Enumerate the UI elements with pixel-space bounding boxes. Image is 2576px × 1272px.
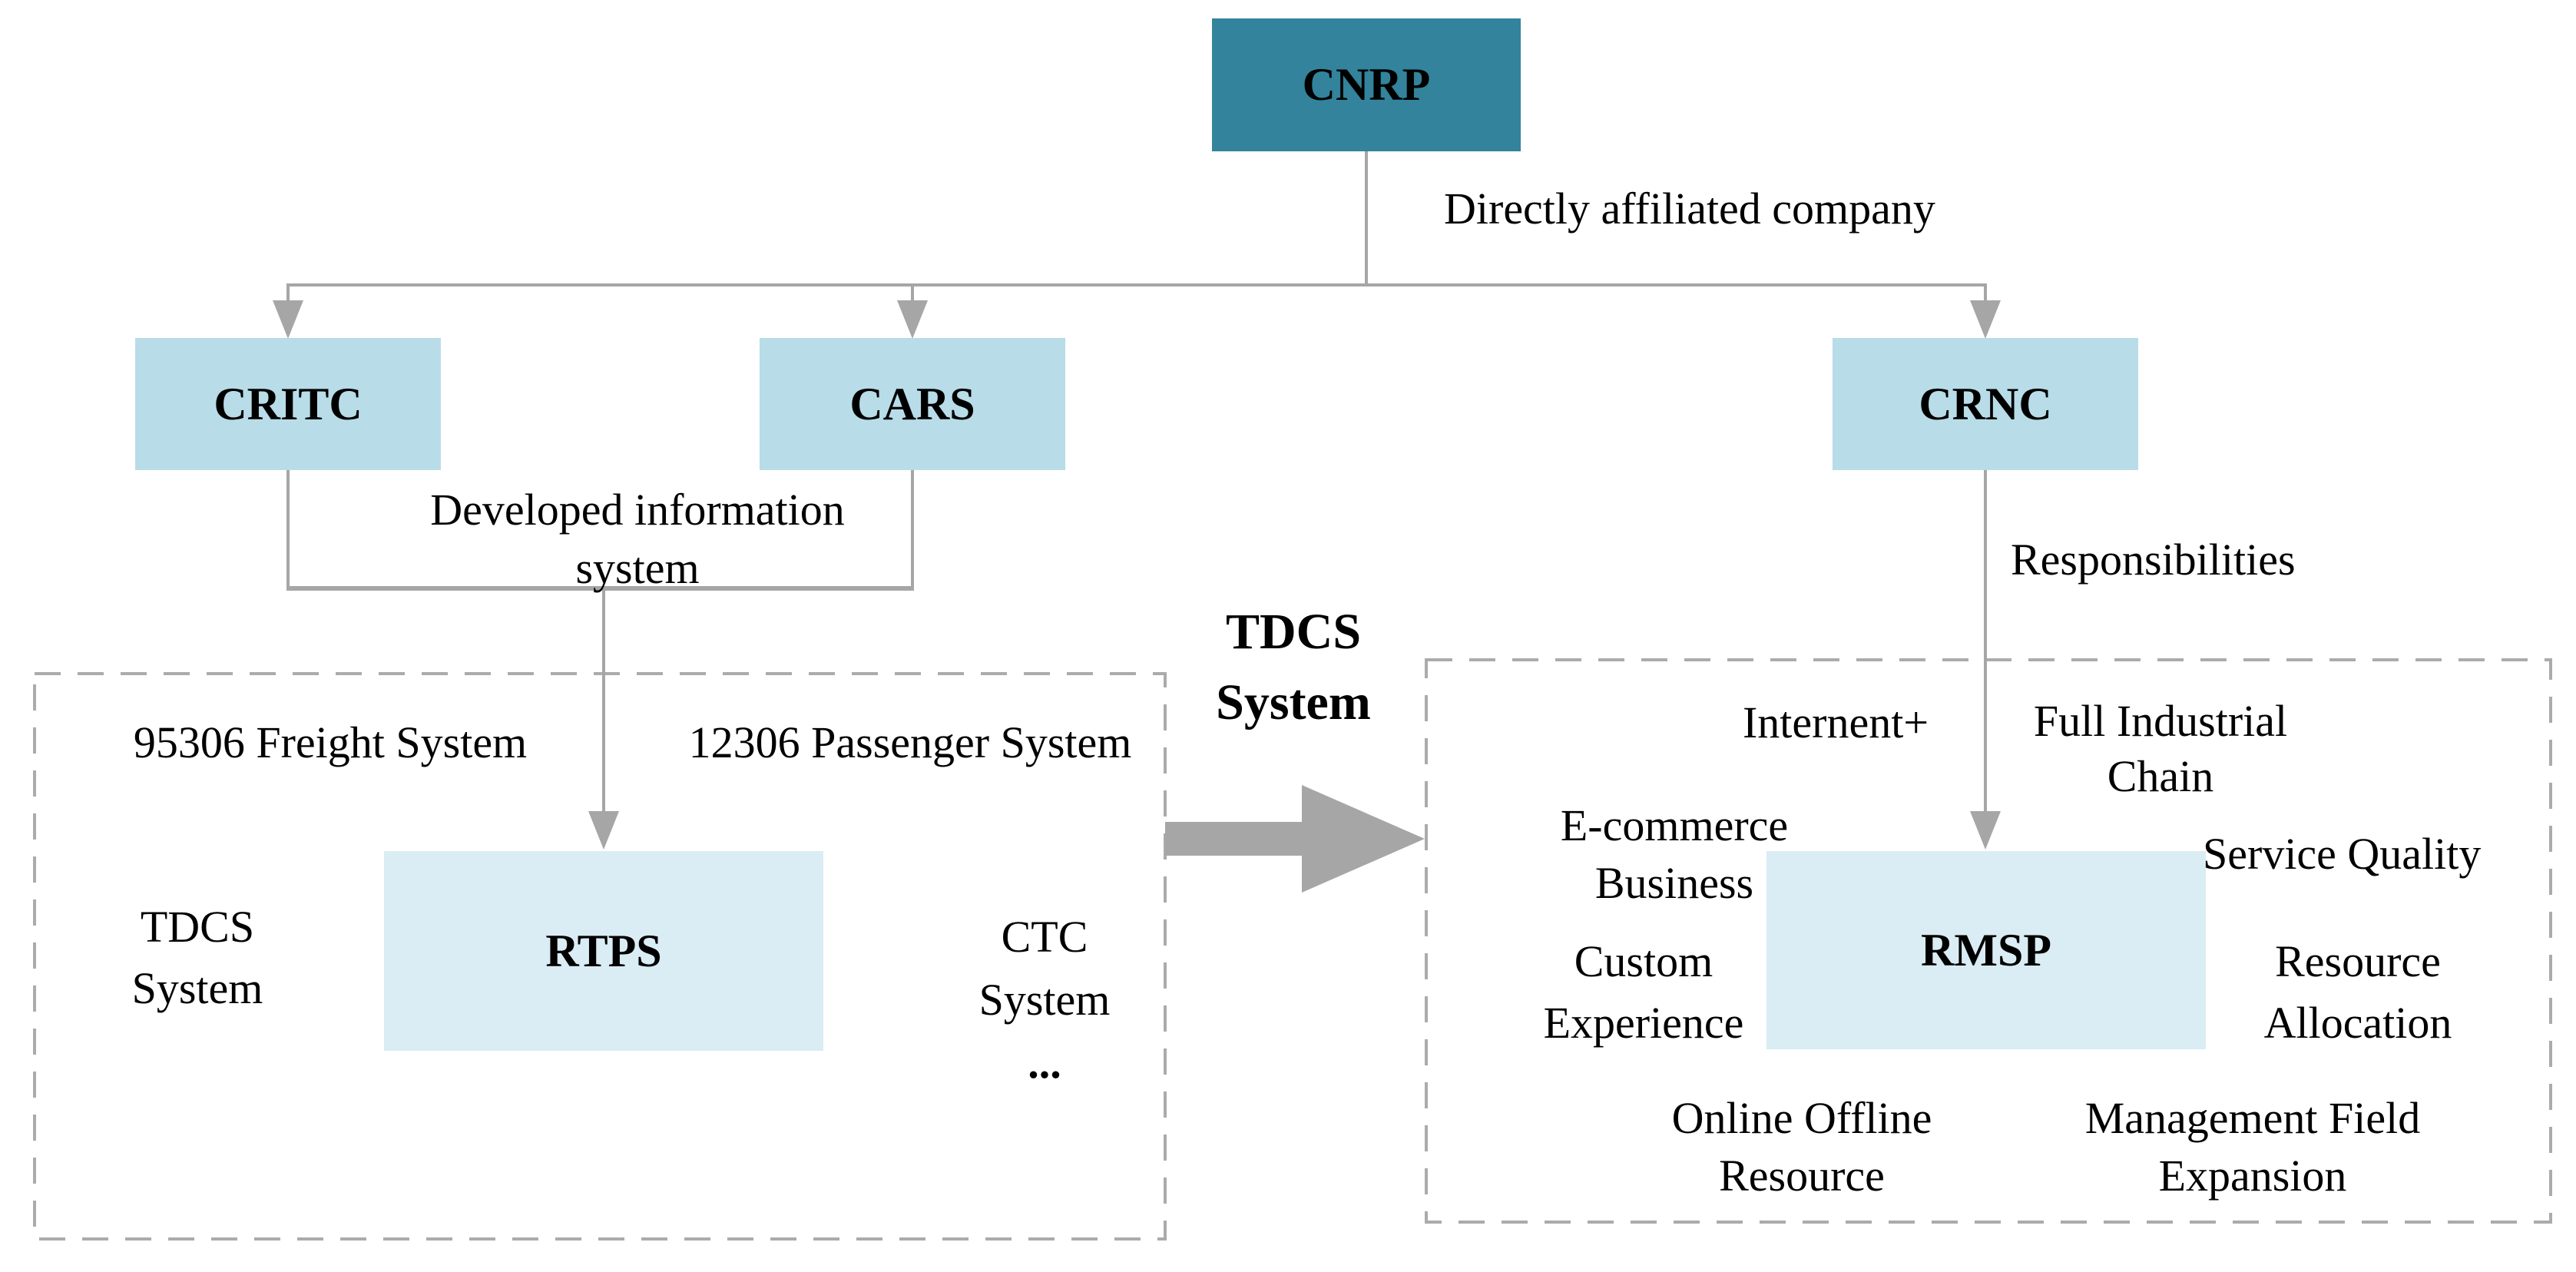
arrow-down-icon [1970,300,2001,339]
label-service-quality: Service Quality [2203,829,2482,879]
arrow-down-icon [1970,811,2001,850]
critc-box: CRITC [135,338,441,470]
arrow-down-icon [588,811,619,850]
label-line: System [131,963,263,1013]
label-line: Expansion [2158,1151,2347,1201]
label-line: Online Offline [1671,1093,1932,1143]
label-line: TDCS [140,902,255,952]
label-line: Chain [2107,751,2214,801]
label-full-industrial-chain: Full Industrial Chain [1995,694,2326,804]
label-resource-allocation: Resource Allocation [2212,931,2504,1054]
cnrp-label: CNRP [1302,59,1431,110]
label-line: Allocation [2263,998,2452,1048]
rmsp-label: RMSP [1921,924,2051,976]
label-management-field-expansion: Management Field Expansion [2061,1089,2445,1204]
label-ecommerce-business: E-commerce Business [1536,797,1813,912]
label-custom-experience: Custom Experience [1505,931,1782,1054]
label-line: Custom [1574,936,1713,986]
label-line: Business [1594,858,1754,908]
crnc-box: CRNC [1833,338,2138,470]
edge-label-line: system [575,543,700,593]
arrow-right-icon [1165,785,1425,893]
arrow-down-icon [273,300,303,339]
rmsp-box: RMSP [1766,851,2206,1049]
rtps-label: RTPS [545,925,662,976]
label-line: E-commerce [1560,800,1789,850]
critc-label: CRITC [214,378,363,429]
label-line: System [978,975,1111,1025]
transition-label-tdcs-system: TDCS System [1124,597,1462,738]
edge-label-responsibilities: Responsibilities [2011,535,2296,585]
transition-label-line: TDCS [1225,604,1362,660]
label-line: Resource [1719,1151,1885,1201]
edge-label-directly-affiliated: Directly affiliated company [1444,184,1935,234]
label-line: Full Industrial [2033,696,2288,746]
label-line: Management Field [2084,1093,2421,1143]
label-line: Resource [2275,936,2441,986]
label-internet-plus: Internent+ [1742,697,1929,747]
cnrp-box: CNRP [1212,18,1521,151]
label-line: CTC [1001,912,1088,962]
rtps-box: RTPS [384,851,823,1051]
label-passenger-system: 12306 Passenger System [688,717,1132,767]
tdcs-panel-border [33,672,1167,1241]
edge-label-line: Developed information [430,485,845,535]
arrow-down-icon [897,300,928,339]
ellipsis-label: ... [1028,1038,1061,1088]
edge-label-developed-information: Developed information system [369,481,906,598]
cars-box: CARS [760,338,1065,470]
label-online-offline-resource: Online Offline Resource [1633,1089,1971,1204]
label-tdcs-system: TDCS System [74,896,320,1019]
transition-label-line: System [1216,674,1371,730]
label-line: Experience [1543,998,1744,1048]
label-ctc-system: CTC System ... [929,906,1160,1095]
rmsp-panel-border [1425,658,2552,1224]
cars-label: CARS [849,378,975,429]
crnc-label: CRNC [1919,378,2052,429]
label-freight-system: 95306 Freight System [133,717,528,767]
